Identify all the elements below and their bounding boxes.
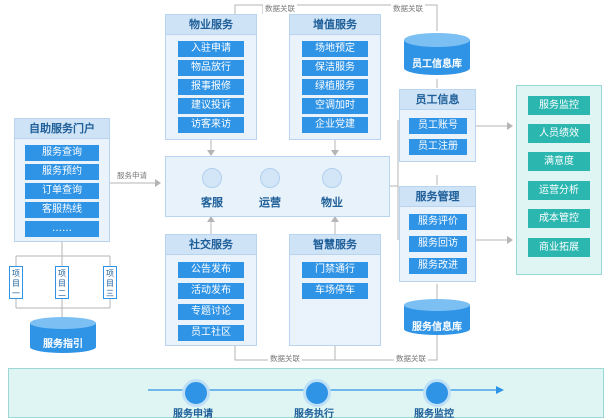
output-cost-control[interactable]: 成本管控: [528, 209, 590, 228]
output-operations-analysis[interactable]: 运营分析: [528, 181, 590, 200]
smart-services-title: 智慧服务: [290, 235, 380, 255]
employee-info-db-label: 员工信息库: [412, 59, 462, 70]
hub-label-customer-service: 客服: [201, 196, 223, 209]
property-services-title: 物业服务: [166, 15, 256, 35]
service-info-db-icon: [404, 299, 470, 335]
property-item-repair[interactable]: 报事报修: [178, 79, 244, 95]
service-hub-panel: 客服 运营 物业: [165, 156, 390, 217]
service-info-db-label: 服务信息库: [412, 322, 462, 333]
smart-item-access[interactable]: 门禁通行: [302, 262, 368, 278]
service-mgmt-item-evaluation[interactable]: 服务评价: [409, 214, 467, 230]
value-added-item-party[interactable]: 企业党建: [302, 117, 368, 133]
portal-item-service-booking[interactable]: 服务预约: [25, 164, 99, 180]
service-request-flow-icon: [182, 379, 210, 407]
smart-item-parking[interactable]: 车场停车: [302, 283, 368, 299]
portal-item-order-query[interactable]: 订单查询: [25, 183, 99, 199]
portal-item-hotline[interactable]: 客服热线: [25, 202, 99, 218]
value-added-services-panel: 增值服务 场地预定 保洁服务 绿植服务 空调加时 企业党建: [289, 14, 381, 140]
property-item-suggestion[interactable]: 建议投诉: [178, 98, 244, 114]
service-guide-db-icon: [30, 317, 96, 353]
value-added-item-plants[interactable]: 绿植服务: [302, 79, 368, 95]
social-item-discussion[interactable]: 专题讨论: [178, 304, 244, 320]
value-added-item-ac-overtime[interactable]: 空调加时: [302, 98, 368, 114]
data-link-label-bottom-right: 数据关联: [394, 353, 428, 364]
employee-info-title: 员工信息: [400, 90, 475, 110]
self-service-portal-title: 自助服务门户: [15, 119, 109, 139]
flow-step-service-monitoring: 服务监控: [414, 409, 454, 420]
output-satisfaction[interactable]: 满意度: [528, 152, 590, 171]
service-guide-db-label: 服务指引: [43, 339, 83, 350]
flow-step-service-execution: 服务执行: [294, 409, 334, 420]
social-item-announcement[interactable]: 公告发布: [178, 262, 244, 278]
flow-step-service-request: 服务申请: [173, 409, 213, 420]
property-icon: [322, 168, 342, 188]
hub-label-operations: 运营: [259, 196, 281, 209]
project-two[interactable]: 项目二: [55, 266, 69, 299]
portal-item-more[interactable]: ……: [25, 221, 99, 237]
self-service-portal-panel: 自助服务门户 服务查询 服务预约 订单查询 客服热线 ……: [14, 118, 110, 242]
customer-service-icon: [202, 168, 222, 188]
project-three[interactable]: 项目三: [103, 266, 117, 299]
employee-item-account[interactable]: 员工账号: [409, 118, 467, 134]
value-added-services-title: 增值服务: [290, 15, 380, 35]
social-item-community[interactable]: 员工社区: [178, 325, 244, 341]
social-services-panel: 社交服务 公告发布 活动发布 专题讨论 员工社区: [165, 234, 257, 346]
service-management-panel: 服务管理 服务评价 服务回访 服务改进: [399, 186, 476, 282]
hub-label-property: 物业: [321, 196, 343, 209]
value-added-item-venue[interactable]: 场地预定: [302, 41, 368, 57]
property-services-panel: 物业服务 入驻申请 物品放行 报事报修 建议投诉 访客来访: [165, 14, 257, 140]
social-services-title: 社交服务: [166, 235, 256, 255]
service-monitoring-flow-icon: [423, 379, 451, 407]
property-item-visitor[interactable]: 访客来访: [178, 117, 244, 133]
service-management-title: 服务管理: [400, 187, 475, 207]
project-one[interactable]: 项目一: [9, 266, 23, 299]
output-staff-performance[interactable]: 人员绩效: [528, 124, 590, 143]
output-service-monitoring[interactable]: 服务监控: [528, 96, 590, 115]
property-item-goods-release[interactable]: 物品放行: [178, 60, 244, 76]
service-execution-flow-icon: [303, 379, 331, 407]
employee-info-db-icon: [404, 33, 470, 75]
property-item-move-in[interactable]: 入驻申请: [178, 41, 244, 57]
outputs-panel: 服务监控 人员绩效 满意度 运营分析 成本管控 商业拓展: [516, 85, 602, 275]
output-business-expansion[interactable]: 商业拓展: [528, 238, 590, 257]
data-link-label-bottom-left: 数据关联: [268, 353, 302, 364]
service-request-label: 服务申请: [117, 171, 147, 180]
portal-item-service-query[interactable]: 服务查询: [25, 145, 99, 161]
employee-item-register[interactable]: 员工注册: [409, 139, 467, 155]
value-added-item-cleaning[interactable]: 保洁服务: [302, 60, 368, 76]
smart-services-panel: 智慧服务 门禁通行 车场停车: [289, 234, 381, 346]
service-mgmt-item-improvement[interactable]: 服务改进: [409, 258, 467, 274]
service-mgmt-item-followup[interactable]: 服务回访: [409, 236, 467, 252]
operations-icon: [260, 168, 280, 188]
data-link-label-top-left: 数据关联: [263, 3, 297, 14]
data-link-label-top-right: 数据关联: [391, 3, 425, 14]
social-item-activity[interactable]: 活动发布: [178, 283, 244, 299]
employee-info-panel: 员工信息 员工账号 员工注册: [399, 89, 476, 162]
